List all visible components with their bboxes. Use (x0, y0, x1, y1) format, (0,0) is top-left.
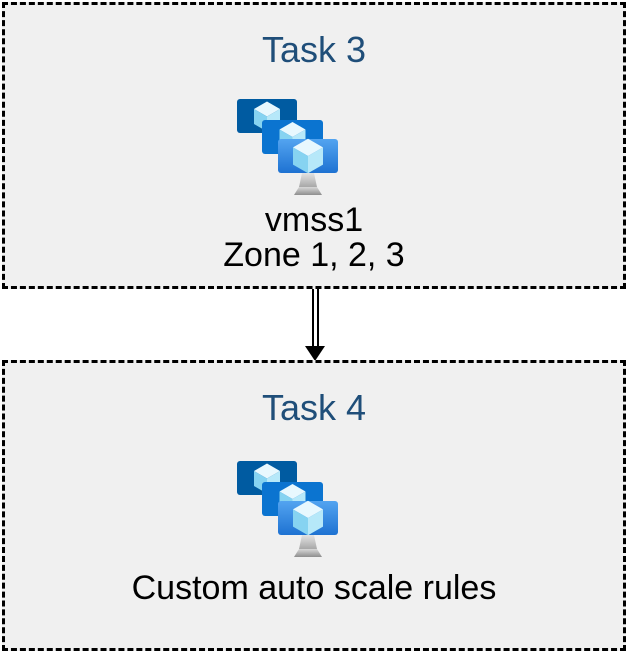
task-4-box: Task 4 Custom auto scale rules (2, 360, 626, 651)
vm-scale-sets-icon (236, 99, 338, 195)
task-3-title: Task 3 (261, 29, 367, 70)
down-arrow (305, 289, 325, 361)
vm-scale-sets-icon (236, 461, 338, 557)
autoscale-caption: Custom auto scale rules (131, 569, 497, 607)
zones-label: Zone 1, 2, 3 (223, 236, 405, 274)
task-3-labels: vmss1 Zone 1, 2, 3 (223, 203, 404, 273)
task-4-title: Task 4 (261, 387, 367, 428)
vmss-name-label: vmss1 (264, 201, 364, 239)
task-3-box: Task 3 vmss1 Zone 1, 2, 3 (2, 2, 626, 289)
